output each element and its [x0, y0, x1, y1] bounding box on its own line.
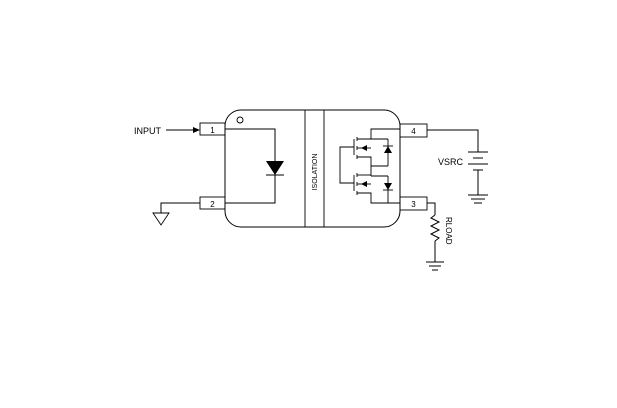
pin-4-number: 4: [411, 127, 416, 136]
isolation-label: ISOLATION: [312, 154, 319, 191]
ground-icon-rload: [426, 261, 444, 271]
pin-3-number: 3: [411, 200, 416, 209]
pin1-marker-dot: [236, 116, 244, 124]
vsrc-wire-top: [427, 129, 479, 152]
pin-1-number: 1: [210, 126, 215, 135]
led-cathode-wire: [225, 175, 276, 204]
ground-wire-left: [160, 202, 200, 213]
pin-3: 3: [399, 196, 428, 211]
pin-4: 4: [399, 123, 428, 138]
pin-2: 2: [199, 196, 226, 210]
package-body: [224, 109, 401, 228]
ground-icon-vsrc: [468, 194, 488, 204]
resistor-icon: [429, 214, 441, 242]
rload-wire-top: [427, 202, 436, 215]
pin-1: 1: [199, 122, 226, 136]
ground-icon-left: [152, 212, 170, 226]
rload-label: RLOAD: [444, 217, 453, 245]
input-label: INPUT: [134, 126, 162, 136]
battery-icon: [468, 151, 488, 171]
vsrc-label: VSRC: [438, 157, 464, 167]
pin-2-number: 2: [210, 200, 215, 209]
mosfet-output-stage: [339, 128, 400, 204]
led-diode-icon: [266, 161, 284, 175]
input-arrow-head: [193, 127, 200, 133]
led-anode-wire: [225, 128, 276, 161]
